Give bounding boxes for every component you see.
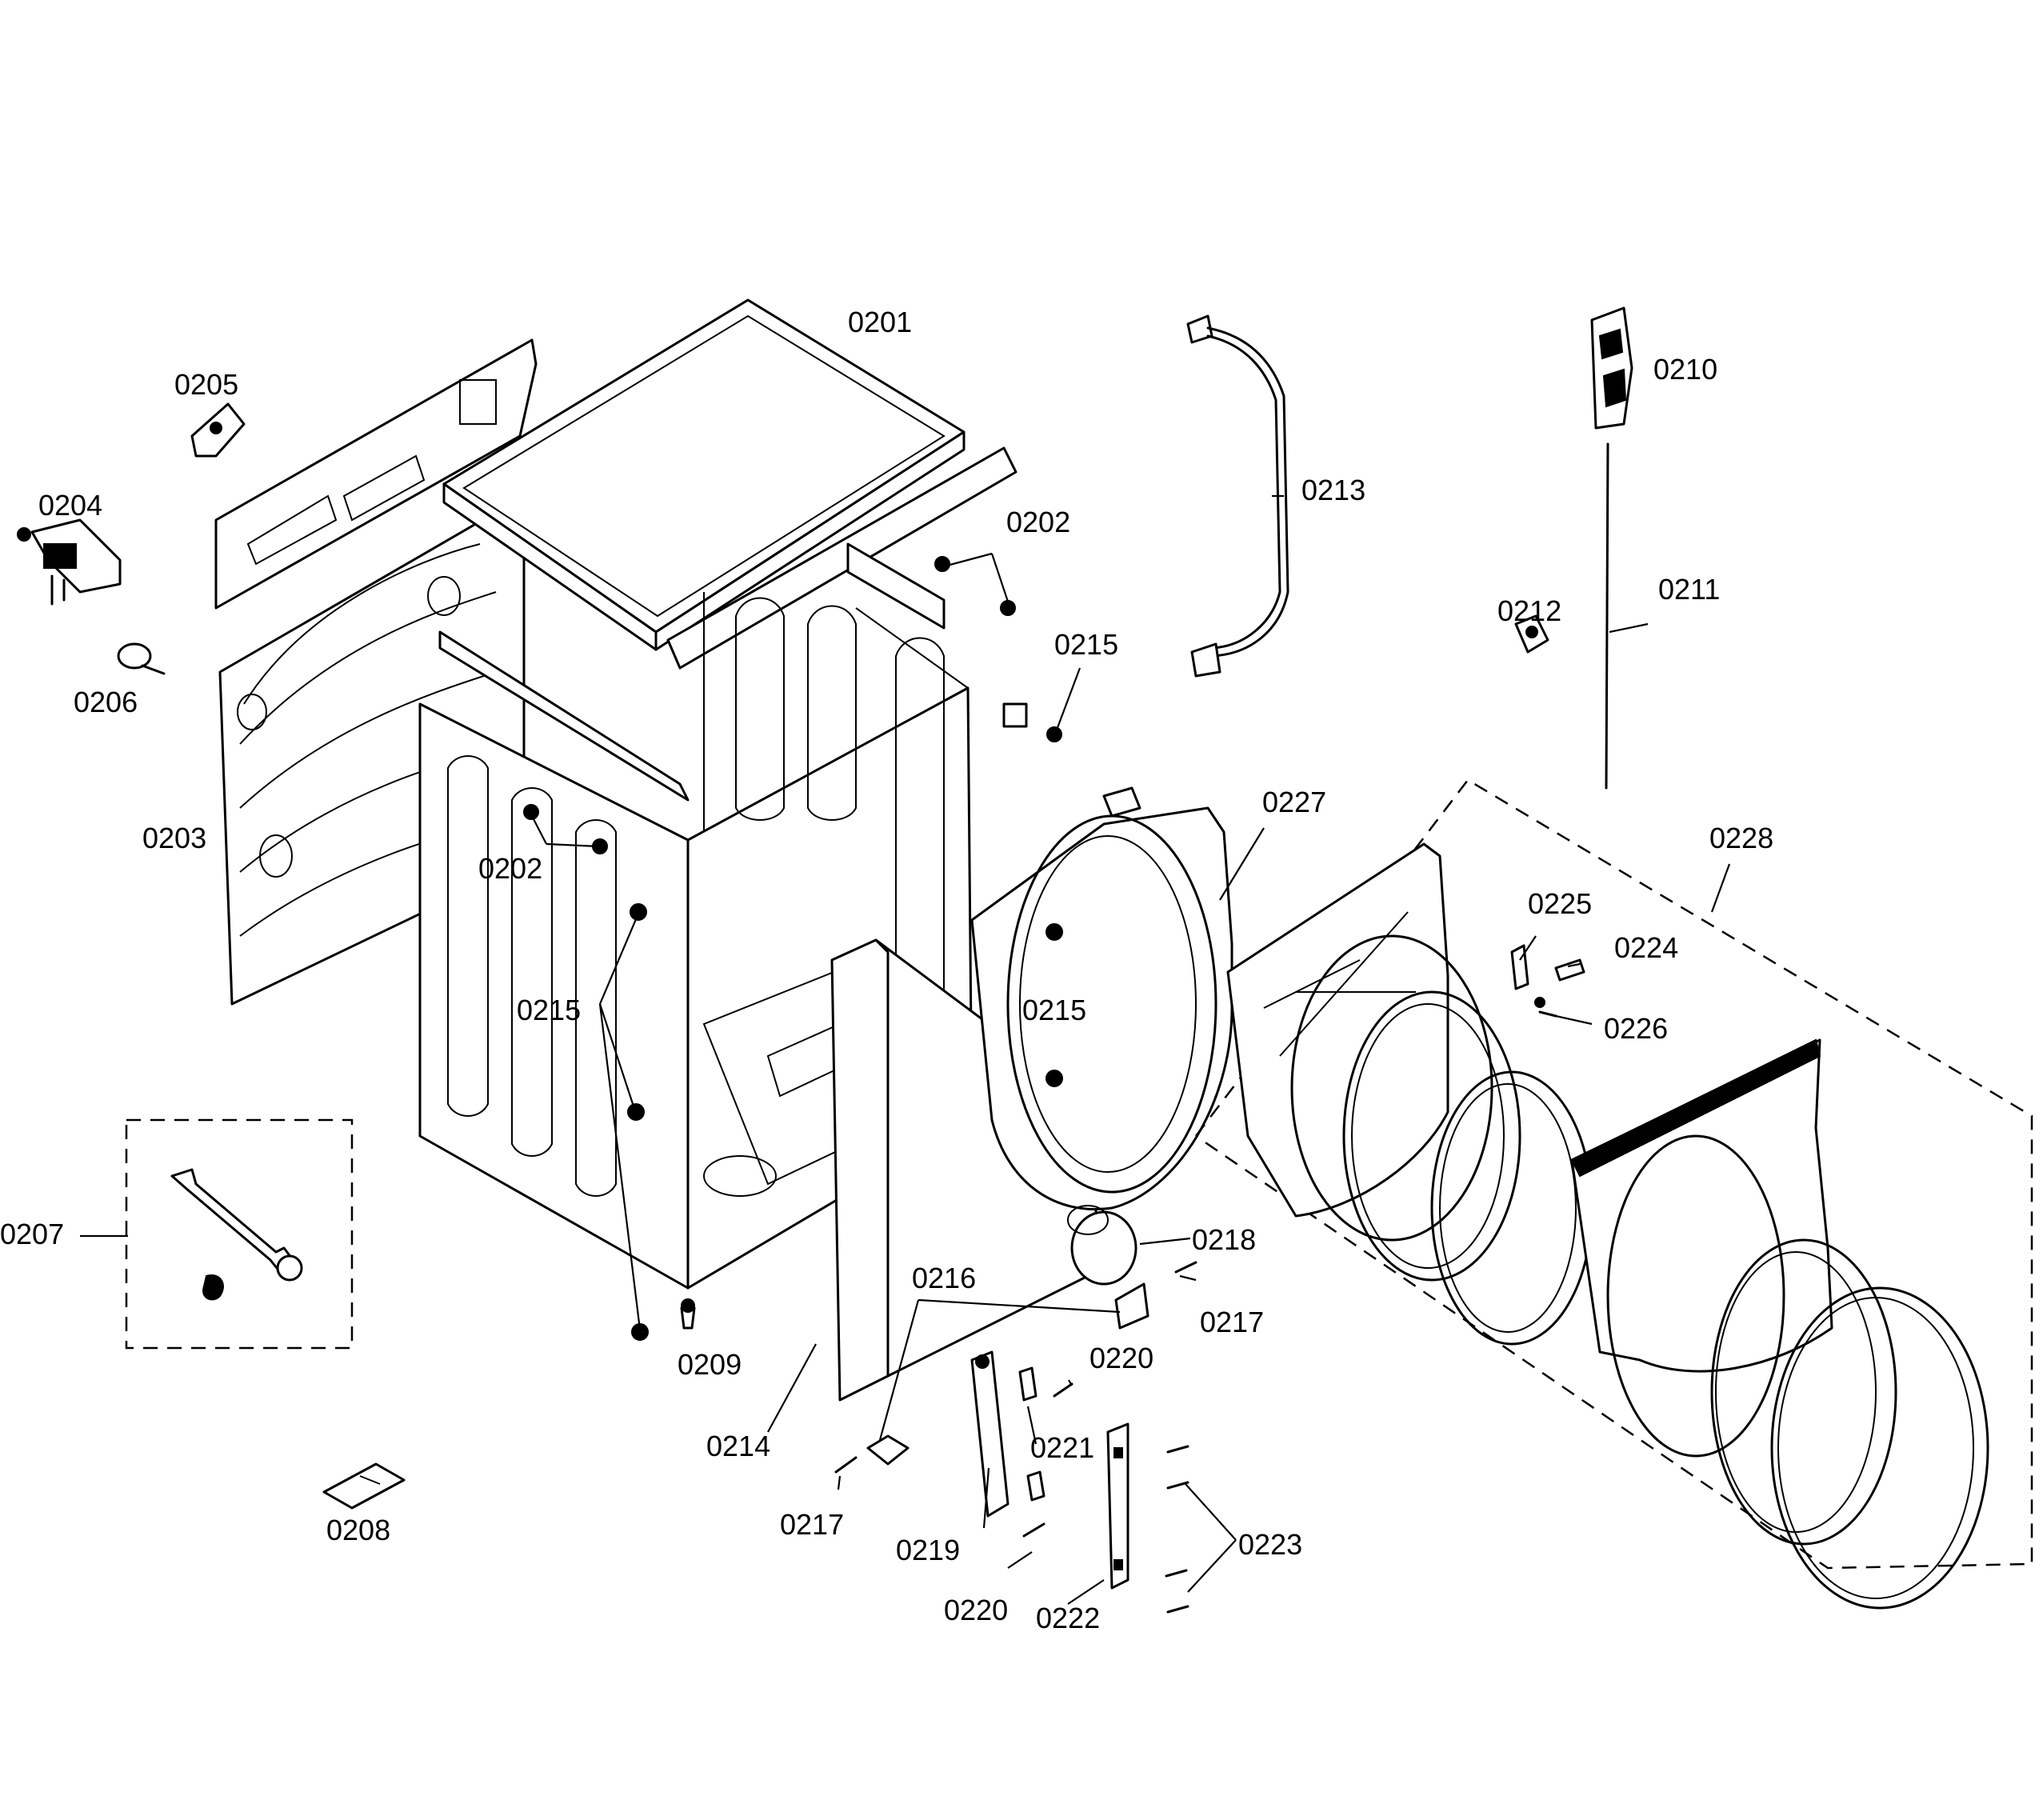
leader-lines — [80, 494, 1731, 1605]
label-0215-side: 0215 — [517, 994, 581, 1026]
door-outer-frame — [1570, 1038, 1989, 1610]
label-0220-bottom: 0220 — [944, 1594, 1008, 1626]
part-0207-tool-kit — [125, 1118, 354, 1350]
part-0210-door-lock — [1590, 306, 1633, 430]
label-0201: 0201 — [848, 306, 912, 338]
label-0212: 0212 — [1497, 594, 1561, 627]
label-0225: 0225 — [1528, 887, 1592, 920]
part-0227-front-frame — [970, 786, 1233, 1210]
part-0220-0221-small-fasteners — [1018, 1366, 1073, 1538]
label-0215-top: 0215 — [1054, 628, 1118, 661]
part-0213-wire-harness — [1186, 314, 1289, 678]
part-0216-hinge-brackets — [866, 1282, 1149, 1466]
label-0214: 0214 — [706, 1430, 770, 1462]
rear-top-strip-0205-mount — [214, 338, 538, 610]
label-0217-right: 0217 — [1200, 1306, 1264, 1338]
top-cover-0201 — [442, 298, 966, 651]
part-0205-bracket — [190, 402, 246, 458]
label-0206: 0206 — [74, 686, 138, 718]
part-0223-screws — [1165, 1445, 1189, 1614]
cabinet-fasteners — [523, 556, 1062, 1341]
part-0204-drain-pump — [17, 518, 122, 606]
label-0205: 0205 — [174, 368, 238, 401]
label-0223: 0223 — [1238, 1528, 1302, 1561]
part-0212-clip — [1514, 614, 1549, 654]
label-0213: 0213 — [1301, 474, 1365, 506]
label-0209: 0209 — [678, 1348, 742, 1381]
label-0202-side: 0202 — [478, 852, 542, 885]
label-0216: 0216 — [912, 1262, 976, 1294]
top-frame-rails — [438, 446, 1018, 802]
label-0208: 0208 — [326, 1514, 390, 1546]
label-0222: 0222 — [1036, 1602, 1100, 1634]
label-0218: 0218 — [1192, 1223, 1256, 1256]
label-0203: 0203 — [142, 822, 206, 854]
part-0222-hinge-plate — [1106, 1422, 1129, 1590]
part-0219-hinge — [970, 1350, 1010, 1518]
label-0226: 0226 — [1604, 1012, 1668, 1045]
label-0219: 0219 — [896, 1534, 960, 1566]
door-inner-frame — [1226, 842, 1449, 1218]
part-0208-shipping-bracket — [322, 1462, 406, 1510]
part-0217-screws — [834, 1261, 1197, 1474]
label-0210: 0210 — [1653, 353, 1717, 386]
part-0218-cover-disc — [1067, 1205, 1137, 1286]
part-0211-rod — [1605, 442, 1609, 790]
label-0221: 0221 — [1030, 1431, 1094, 1464]
label-0211: 0211 — [1658, 573, 1720, 606]
callout-labels: 0201 0202 0202 0203 0204 0205 0206 0207 … — [0, 306, 1773, 1634]
label-0204: 0204 — [38, 489, 102, 522]
label-0228: 0228 — [1709, 822, 1773, 854]
label-0227: 0227 — [1262, 786, 1326, 818]
part-0214-front-panel-strip — [830, 938, 1097, 1402]
label-0220-top: 0220 — [1089, 1342, 1153, 1374]
label-0215-frame: 0215 — [1022, 994, 1086, 1026]
part-0228-door-assembly-boundary — [1195, 778, 2033, 1570]
label-0207: 0207 — [0, 1218, 64, 1250]
label-0224: 0224 — [1614, 931, 1678, 964]
part-0206-foot — [117, 642, 166, 675]
label-0202-top: 0202 — [1006, 506, 1070, 538]
label-0217-left: 0217 — [780, 1508, 844, 1541]
